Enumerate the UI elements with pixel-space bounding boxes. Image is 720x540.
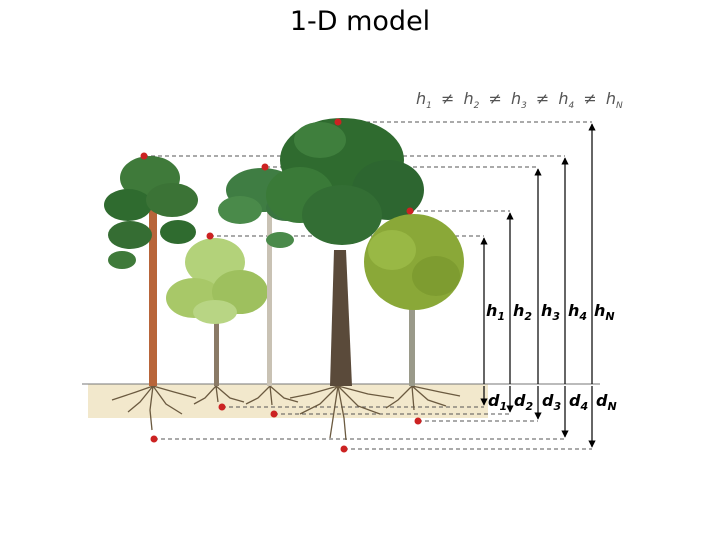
depth-labels: d1 d2 d3 d4 dN [488,391,617,413]
depth-label-d3: d3 [542,391,561,413]
top-markers [140,118,414,240]
inequality-expression: h1 ≠ h2 ≠ h3 ≠ h4 ≠ hN [416,89,623,112]
depth-arrows [480,386,596,448]
height-labels: h1 h2 h3 h4 hN [486,301,615,323]
tree-2-light [166,238,268,386]
tree-1-pine [104,156,198,386]
height-label-hN: hN [594,301,615,323]
depth-guide-lines [154,406,592,450]
height-label-h2: h2 [513,301,532,323]
height-label-h3: h3 [541,301,560,323]
height-label-h1: h1 [486,301,505,323]
depth-label-dN: dN [596,391,617,413]
height-label-h4: h4 [568,301,587,323]
tree-roots [111,385,461,441]
tree-5-olive [364,214,464,386]
height-arrows [480,123,596,384]
depth-label-d4: d4 [569,391,588,413]
depth-label-d2: d2 [514,391,533,413]
tree-4-large [266,118,424,386]
depth-label-d1: d1 [488,391,507,413]
depth-markers [150,403,422,453]
ground-strip [88,384,488,418]
slide-title: 1-D model [289,6,431,37]
